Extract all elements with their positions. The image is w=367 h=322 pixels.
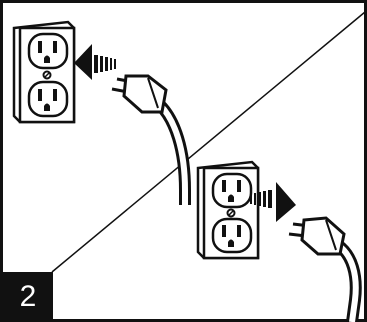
wall-outlet-icon	[198, 162, 258, 258]
step-number-badge: 2	[3, 272, 53, 321]
wall-outlet-icon	[14, 22, 74, 122]
